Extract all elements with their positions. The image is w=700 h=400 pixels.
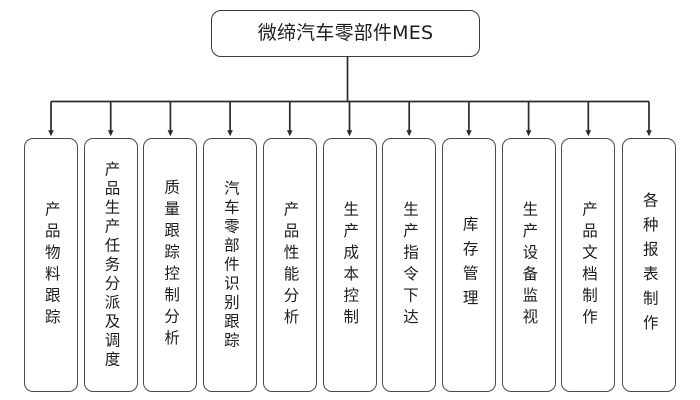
- leaf-node-label-11: 各种报表制作: [640, 191, 659, 339]
- leaf-node-label-5: 产品性能分析: [281, 200, 300, 330]
- root-node-label: 微缔汽车零部件MES: [257, 22, 434, 44]
- leaf-node-box-6[interactable]: 生产成本控制: [322, 138, 377, 392]
- leaf-node-label-4: 汽车零部件识别跟踪: [221, 179, 240, 351]
- leaf-node-label-2: 产品生产任务分派及调度: [102, 160, 121, 370]
- leaf-node-box-11[interactable]: 各种报表制作: [622, 138, 676, 392]
- leaf-node-row: 产品物料跟踪 产品生产任务分派及调度 质量跟踪控制分析 汽车零部件识别跟踪 产品…: [0, 138, 700, 392]
- leaf-node-box-7[interactable]: 生产指令下达: [382, 138, 437, 392]
- leaf-node-box-3[interactable]: 质量跟踪控制分析: [143, 138, 198, 392]
- leaf-node-label-8: 库存管理: [460, 216, 479, 314]
- leaf-node-label-1: 产品物料跟踪: [42, 200, 61, 330]
- leaf-node-box-2[interactable]: 产品生产任务分派及调度: [83, 138, 138, 392]
- leaf-node-box-8[interactable]: 库存管理: [441, 138, 496, 392]
- leaf-node-label-9: 生产设备监视: [520, 200, 539, 330]
- leaf-node-box-9[interactable]: 生产设备监视: [501, 138, 556, 392]
- leaf-node-label-3: 质量跟踪控制分析: [162, 179, 181, 351]
- leaf-node-box-4[interactable]: 汽车零部件识别跟踪: [203, 138, 258, 392]
- leaf-node-box-5[interactable]: 产品性能分析: [262, 138, 317, 392]
- leaf-node-label-7: 生产指令下达: [400, 200, 419, 330]
- leaf-node-box-1[interactable]: 产品物料跟踪: [24, 138, 78, 392]
- root-node-box[interactable]: 微缔汽车零部件MES: [211, 10, 480, 57]
- leaf-node-label-10: 产品文档制作: [580, 200, 599, 330]
- leaf-node-box-10[interactable]: 产品文档制作: [561, 138, 616, 392]
- leaf-node-label-6: 生产成本控制: [341, 200, 360, 330]
